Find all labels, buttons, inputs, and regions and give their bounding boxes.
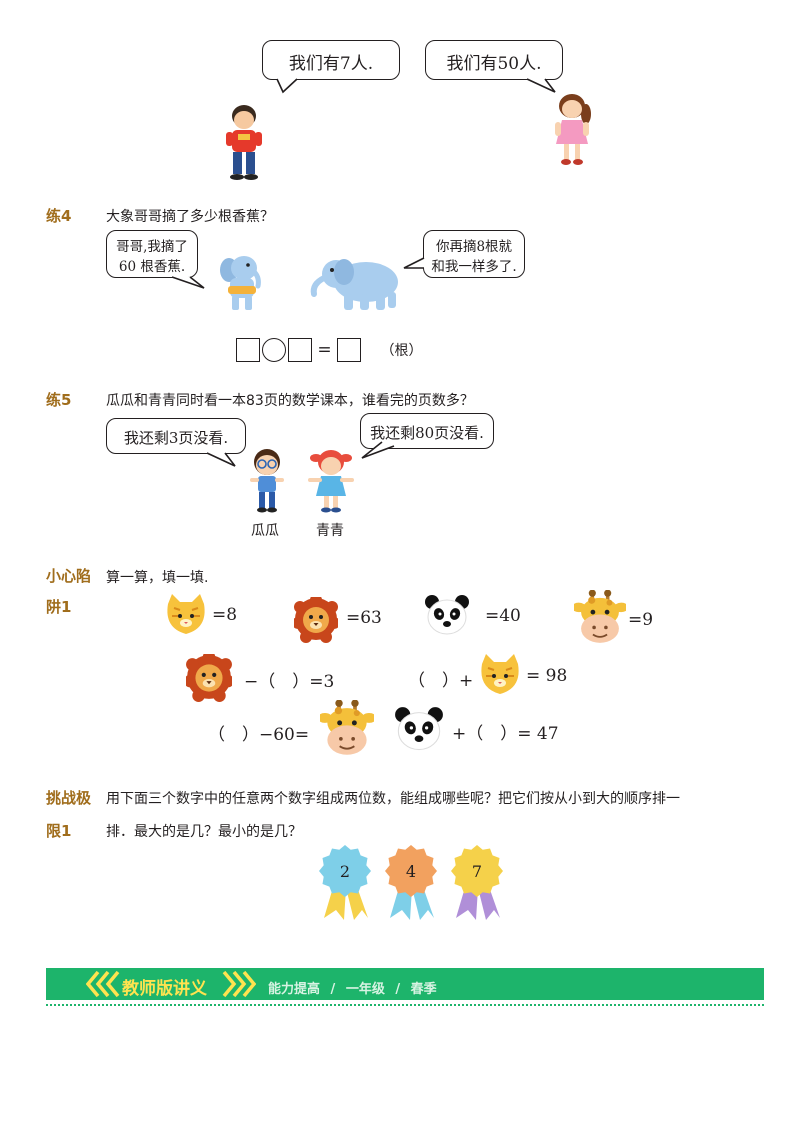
small-elephant-line2: 60 根香蕉. — [118, 259, 186, 275]
big-elephant-bubble: 你再摘8根就 和我一样多了. — [423, 230, 525, 278]
row3-left-equation[interactable]: （ ）−60= — [208, 725, 310, 745]
big-elephant-line1: 你再摘8根就 — [435, 239, 513, 255]
challenge-text-line2: 排．最大的是几？最小的是几？ — [106, 824, 302, 840]
badge-rosette — [451, 845, 503, 897]
badge-number: 4 — [406, 862, 416, 881]
cat-icon — [480, 654, 520, 695]
row1-lion-value: =63 — [346, 608, 382, 628]
ex5-label: 练5 — [46, 391, 72, 409]
gua-speech-text: 我还剩3页没看. — [123, 429, 229, 447]
ex4-question: 大象哥哥摘了多少根香蕉？ — [106, 209, 274, 225]
cat-icon — [166, 594, 206, 635]
trap-label-line2: 阱1 — [46, 598, 72, 616]
boy-bubble-tail — [276, 78, 298, 94]
footer-banner — [46, 968, 764, 1000]
row3-right-equation[interactable]: +（ ）= 47 — [452, 724, 559, 744]
girl-bubble-tail — [526, 78, 556, 93]
lion-icon — [186, 654, 232, 702]
small-elephant-line1: 哥哥,我摘了 — [116, 239, 188, 255]
badge-rosette — [385, 845, 437, 897]
number-badge-7: 7 — [451, 845, 503, 920]
crumb-grade: 一年级 — [345, 982, 385, 997]
qing-bubble-tail — [361, 441, 395, 459]
badge-rosette — [319, 845, 371, 897]
gua-illustration — [250, 449, 284, 513]
answer-box-2[interactable] — [288, 338, 312, 362]
challenge-text-line1: 用下面三个数字中的任意两个数字组成两位数，能组成哪些呢？把它们按从小到大的顺序排… — [106, 791, 680, 807]
chevron-right-icon — [222, 970, 256, 998]
small-elephant-bubble: 哥哥,我摘了 60 根香蕉. — [106, 230, 198, 278]
ex4-unit: （根） — [380, 343, 423, 359]
boy-illustration — [226, 105, 262, 180]
trap-label-line1: 小心陷 — [46, 567, 92, 585]
big-elephant-bubble-tail — [403, 257, 425, 269]
girl-speech-text: 我们有50人. — [446, 54, 542, 74]
row1-giraffe-value: =9 — [628, 610, 654, 630]
number-badge-2: 2 — [319, 845, 371, 920]
trap-instruction: 算一算，填一填. — [106, 570, 209, 586]
small-elephant-bubble-tail — [171, 276, 205, 289]
equals-sign: = — [317, 340, 332, 360]
ex5-question: 瓜瓜和青青同时看一本83页的数学课本，谁看完的页数多？ — [106, 393, 474, 409]
boy-speech-bubble: 我们有7人. — [262, 40, 400, 80]
footer-breadcrumb: 能力提高 / 一年级 / 春季 — [268, 978, 437, 997]
qing-name: 青青 — [316, 523, 344, 539]
qing-speech-text: 我还剩80页没看. — [370, 424, 484, 442]
answer-box-result[interactable] — [337, 338, 362, 362]
qing-illustration — [308, 450, 354, 513]
girl-speech-bubble: 我们有50人. — [425, 40, 563, 80]
row1-cat-value: =8 — [212, 605, 238, 625]
giraffe-icon — [574, 590, 626, 644]
ex4-label: 练4 — [46, 207, 72, 225]
small-elephant-illustration — [220, 256, 261, 310]
chevron-left-icon — [86, 970, 120, 998]
ex4-equation-template: = （根） — [236, 338, 422, 362]
girl-illustration — [555, 94, 591, 165]
gua-name: 瓜瓜 — [251, 523, 279, 539]
row1-panda-value: =40 — [485, 606, 521, 626]
lion-icon — [294, 597, 338, 643]
number-badge-4: 4 — [385, 845, 437, 920]
operator-circle[interactable] — [262, 338, 286, 362]
row2-right-prefix[interactable]: （ ）+ — [408, 671, 474, 691]
row2-right-suffix: = 98 — [526, 666, 568, 686]
crumb-sep: / — [395, 982, 401, 997]
footer-dotted-rule — [46, 1004, 764, 1006]
gua-bubble-tail — [206, 452, 236, 467]
row2-left-equation[interactable]: −（ ）=3 — [244, 672, 335, 692]
challenge-label-line1: 挑战极 — [46, 789, 92, 807]
panda-icon — [424, 594, 470, 635]
big-elephant-illustration — [310, 259, 398, 310]
giraffe-icon — [320, 700, 374, 756]
crumb-season: 春季 — [410, 982, 437, 997]
challenge-label-line2: 限1 — [46, 822, 72, 840]
answer-box-1[interactable] — [236, 338, 260, 362]
footer-title: 教师版讲义 — [122, 979, 207, 999]
boy-speech-text: 我们有7人. — [288, 54, 374, 74]
crumb-sep: / — [330, 982, 336, 997]
badge-number: 7 — [472, 862, 482, 881]
crumb-ability: 能力提高 — [268, 982, 321, 997]
badge-number: 2 — [340, 862, 350, 881]
big-elephant-line2: 和我一样多了. — [431, 259, 517, 275]
panda-icon — [394, 706, 444, 751]
gua-speech-bubble: 我还剩3页没看. — [106, 418, 246, 454]
